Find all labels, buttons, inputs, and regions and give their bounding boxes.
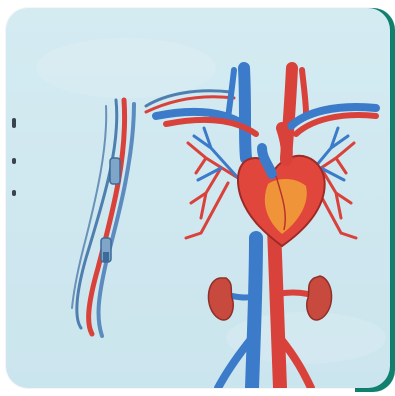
edge-mark <box>12 158 16 164</box>
edge-mark <box>12 118 16 128</box>
edge-mark <box>12 190 16 196</box>
circulatory-illustration <box>6 8 390 388</box>
illustration-card <box>6 8 390 388</box>
